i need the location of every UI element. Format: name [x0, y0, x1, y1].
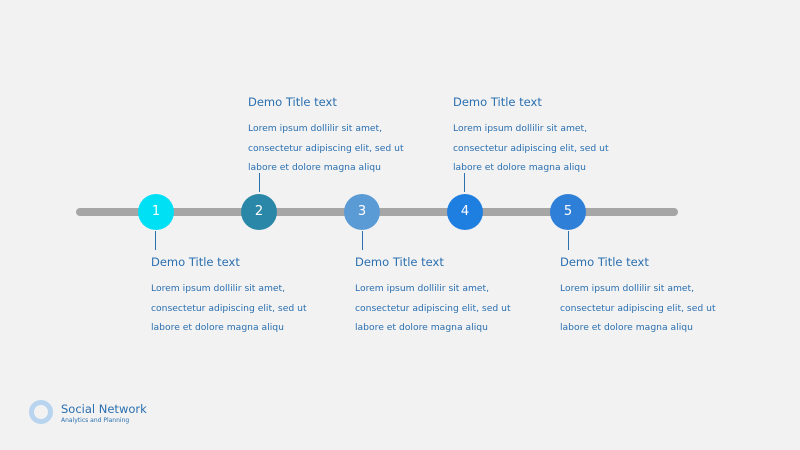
- timeline-step-2: Demo Title text Lorem ipsum dollilir sit…: [248, 95, 423, 178]
- brand-name: Social Network: [61, 402, 147, 416]
- step-description: Lorem ipsum dollilir sit amet, consectet…: [560, 283, 716, 333]
- timeline-step-3: Demo Title text Lorem ipsum dollilir sit…: [355, 255, 530, 338]
- timeline-step-4: Demo Title text Lorem ipsum dollilir sit…: [453, 95, 628, 178]
- step-title: Demo Title text: [560, 255, 649, 269]
- step-description: Lorem ipsum dollilir sit amet, consectet…: [355, 283, 511, 333]
- step-title: Demo Title text: [355, 255, 444, 269]
- timeline-connector-1: [155, 231, 156, 250]
- timeline-connector-5: [568, 231, 569, 250]
- brand-tagline: Analytics and Planning: [61, 417, 130, 424]
- timeline-node-1[interactable]: 1: [138, 194, 174, 230]
- timeline-node-4[interactable]: 4: [447, 194, 483, 230]
- timeline-node-5[interactable]: 5: [550, 194, 586, 230]
- ring-logo-icon: [29, 400, 53, 424]
- timeline-step-5: Demo Title text Lorem ipsum dollilir sit…: [560, 255, 735, 338]
- timeline-step-1: Demo Title text Lorem ipsum dollilir sit…: [151, 255, 326, 338]
- step-title: Demo Title text: [248, 95, 337, 109]
- step-description: Lorem ipsum dollilir sit amet, consectet…: [248, 123, 404, 173]
- timeline-node-2[interactable]: 2: [241, 194, 277, 230]
- timeline-connector-2: [259, 173, 260, 192]
- step-description: Lorem ipsum dollilir sit amet, consectet…: [453, 123, 609, 173]
- step-description: Lorem ipsum dollilir sit amet, consectet…: [151, 283, 307, 333]
- timeline-node-3[interactable]: 3: [344, 194, 380, 230]
- timeline-connector-3: [362, 231, 363, 250]
- timeline-connector-4: [464, 173, 465, 192]
- step-title: Demo Title text: [453, 95, 542, 109]
- step-title: Demo Title text: [151, 255, 240, 269]
